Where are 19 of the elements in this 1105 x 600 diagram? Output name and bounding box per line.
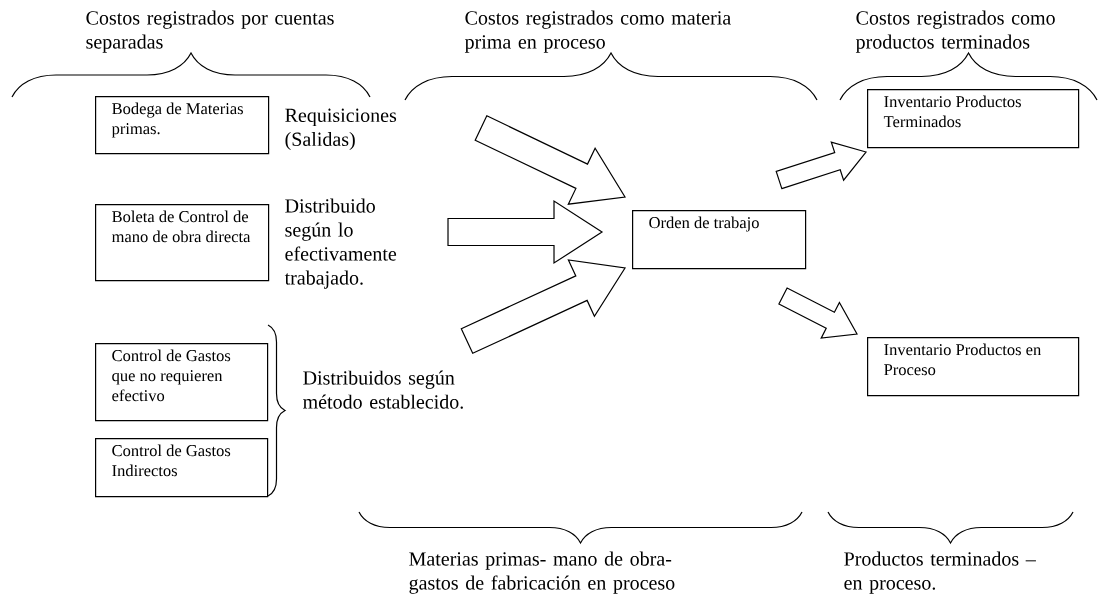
block-arrow <box>778 287 858 339</box>
section-heading: Costos registrados por cuentas separadas <box>86 10 334 53</box>
block-arrow <box>447 199 604 265</box>
section-heading: Costos registrados como materia prima en proceso <box>464 10 731 53</box>
process-box: Inventario Productos en Proceso <box>867 337 1080 397</box>
process-box: Control de Gastos que no requieren efectivo <box>95 343 269 422</box>
flow-note: Requisiciones (Salidas) <box>285 108 397 151</box>
section-heading: Costos registrados como productos terminados <box>855 10 1055 53</box>
flow-note: Distribuido según lo efectivamente trabajado. <box>284 198 397 289</box>
process-box: Boleta de Control de mano de obra directa <box>95 204 270 282</box>
block-arrow <box>474 115 626 205</box>
process-box: Control de Gastos Indirectos <box>95 438 269 498</box>
bracket-caption: Materias primas- mano de obra- gastos de fabricación en proceso <box>409 551 675 594</box>
block-arrow <box>775 141 868 190</box>
process-box: Orden de trabajo <box>632 210 807 270</box>
process-box: Inventario Productos Terminados <box>867 89 1080 149</box>
flow-note: Distribuidos según método establecido. <box>303 370 463 409</box>
process-box: Bodega de Materias primas. <box>95 96 270 155</box>
bracket-caption: Productos terminados – en proceso. <box>844 551 1036 594</box>
